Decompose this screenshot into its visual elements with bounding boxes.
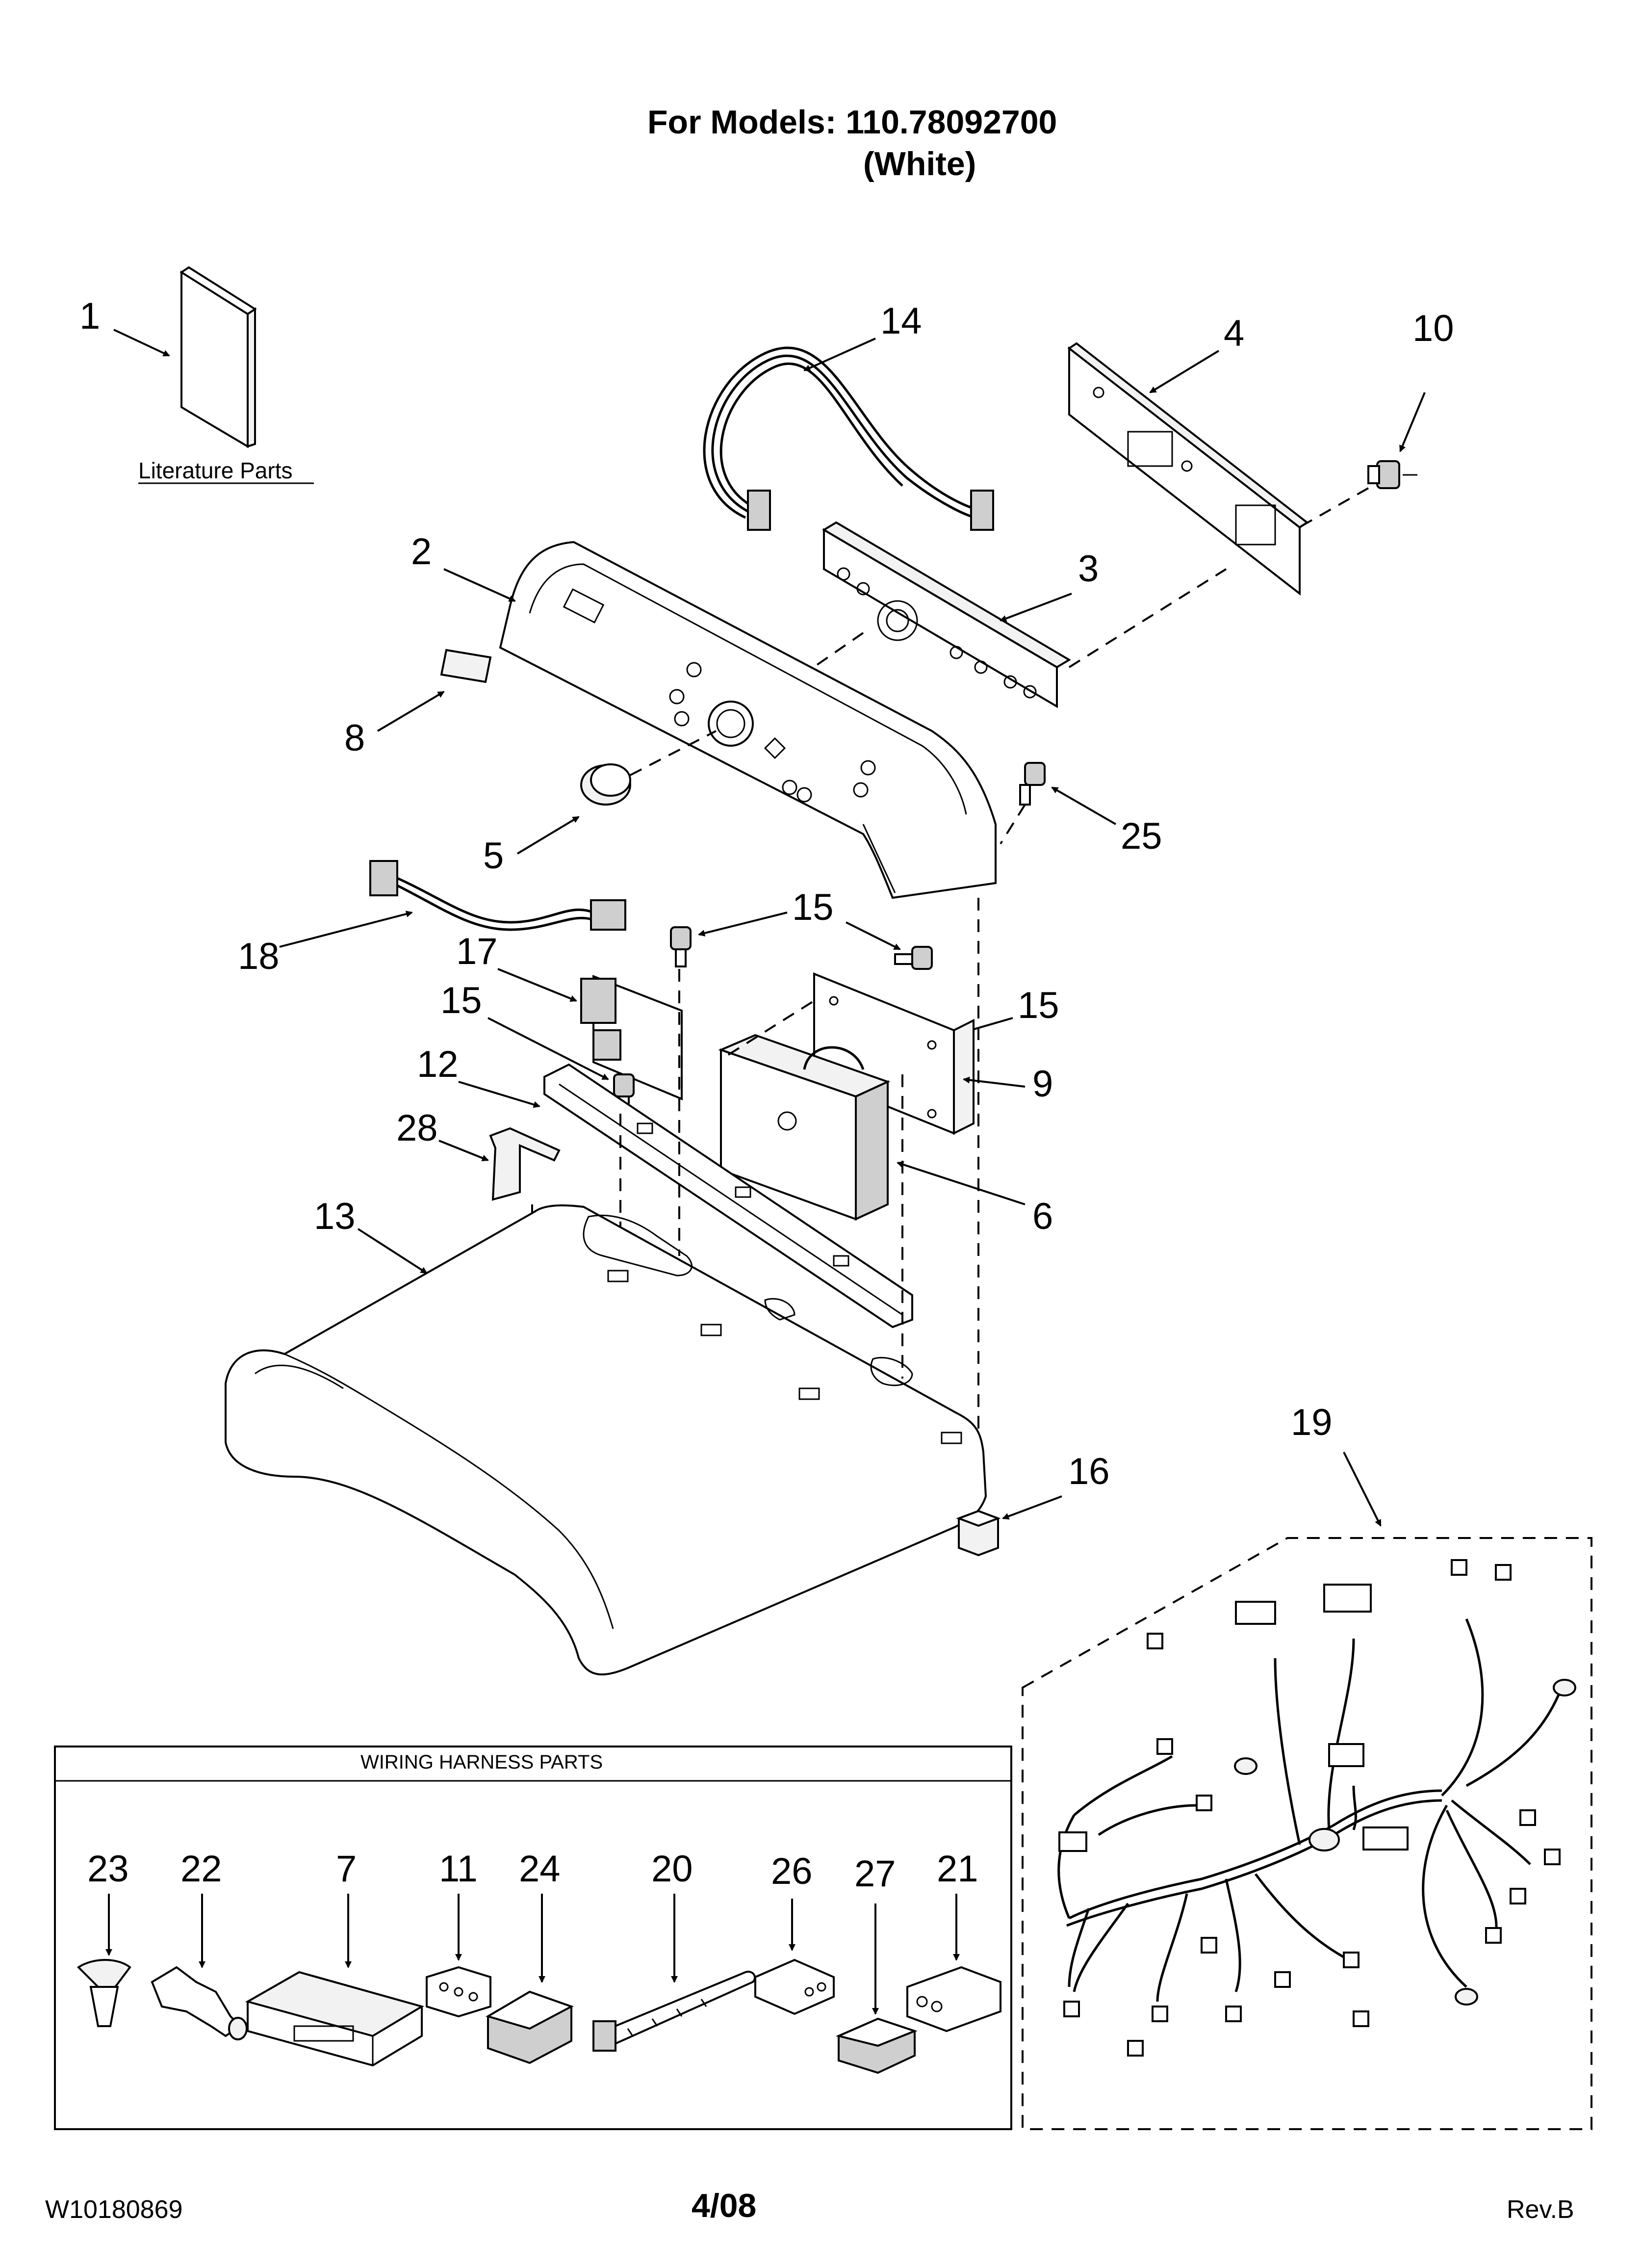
callout-14: 14 bbox=[880, 300, 922, 342]
callout-3: 3 bbox=[1078, 548, 1099, 590]
revision-label: Rev.B bbox=[1507, 2195, 1574, 2224]
callout-5: 5 bbox=[483, 835, 504, 877]
literature-booklet bbox=[180, 266, 257, 448]
cable-tie-20 bbox=[592, 1971, 756, 2052]
dashline-25 bbox=[1000, 804, 1026, 845]
literature-parts-label: Literature Parts bbox=[138, 458, 292, 483]
wire-harness-14 bbox=[703, 346, 994, 531]
callout-18: 18 bbox=[238, 936, 280, 977]
dashline-3b bbox=[735, 632, 864, 722]
callout-25: 25 bbox=[1121, 815, 1162, 857]
leader-4 bbox=[1149, 350, 1220, 393]
callout-19: 19 bbox=[1291, 1402, 1333, 1443]
electronic-control-6 bbox=[718, 1034, 891, 1221]
leader-10 bbox=[1399, 392, 1426, 452]
callout-24: 24 bbox=[519, 1848, 561, 1890]
document-number: W10180869 bbox=[45, 2195, 183, 2224]
page-date: 4/08 bbox=[692, 2187, 757, 2224]
dashline-9 bbox=[727, 1000, 815, 1056]
callout-12: 12 bbox=[417, 1043, 459, 1085]
leader-15b bbox=[487, 1017, 609, 1080]
leader-15a bbox=[698, 912, 788, 937]
callout-22: 22 bbox=[180, 1848, 222, 1890]
connector-housing-7 bbox=[245, 1971, 425, 2067]
leader-19 bbox=[1343, 1452, 1382, 1527]
callout-6: 6 bbox=[1032, 1196, 1053, 1237]
callout-10: 10 bbox=[1412, 308, 1454, 349]
leader-5 bbox=[516, 816, 580, 855]
leader-28 bbox=[438, 1140, 489, 1162]
leader-9 bbox=[963, 1076, 1026, 1088]
callout-23: 23 bbox=[87, 1848, 129, 1890]
callout-11: 11 bbox=[439, 1848, 478, 1890]
connector-11 bbox=[426, 1966, 491, 2018]
callout-2: 2 bbox=[411, 531, 432, 573]
screw-10 bbox=[1367, 460, 1417, 489]
connector-26 bbox=[754, 1958, 835, 2015]
callout-21: 21 bbox=[937, 1848, 978, 1890]
callout-7: 7 bbox=[336, 1848, 357, 1890]
leader-25 bbox=[1051, 786, 1116, 825]
console-2 bbox=[499, 541, 997, 899]
callout-27: 27 bbox=[854, 1853, 896, 1895]
clip-23 bbox=[77, 1959, 131, 2027]
callout-9: 9 bbox=[1032, 1063, 1053, 1105]
leader-12 bbox=[458, 1081, 540, 1108]
knob-5 bbox=[580, 763, 631, 806]
callout-16: 16 bbox=[1068, 1451, 1110, 1492]
dashline-10 bbox=[1294, 487, 1369, 531]
screw-15-a bbox=[670, 926, 692, 967]
callout-15b: 15 bbox=[440, 980, 482, 1021]
callout-13: 13 bbox=[314, 1196, 356, 1237]
callout-4: 4 bbox=[1224, 313, 1244, 354]
harness-19-outline bbox=[1022, 1537, 1592, 2130]
connector-24 bbox=[486, 1990, 574, 2064]
wiring-harness-parts-box bbox=[54, 1746, 1012, 2130]
control-bracket-4 bbox=[1067, 342, 1309, 596]
connector-21 bbox=[906, 1966, 1001, 2033]
screw-25 bbox=[1019, 762, 1046, 806]
user-interface-board-3 bbox=[822, 521, 1071, 708]
terminal-22 bbox=[151, 1966, 248, 2040]
leader-17 bbox=[497, 968, 577, 1002]
bumper-16 bbox=[956, 1510, 1001, 1557]
dashline-3 bbox=[1068, 568, 1227, 668]
leader-15a2 bbox=[846, 921, 901, 950]
callout-20: 20 bbox=[651, 1848, 693, 1890]
callout-15a: 15 bbox=[792, 886, 834, 928]
leader-13 bbox=[357, 1228, 428, 1274]
leader-6 bbox=[897, 1161, 1026, 1205]
wire-harness-18 bbox=[369, 860, 626, 931]
callout-15c: 15 bbox=[1018, 985, 1059, 1026]
page-title-color: (White) bbox=[863, 145, 976, 182]
tape-28 bbox=[489, 1127, 561, 1201]
leader-8 bbox=[377, 691, 445, 732]
console-mounting-bracket-12 bbox=[543, 1063, 913, 1329]
badge-8 bbox=[440, 649, 492, 683]
top-panel-13 bbox=[225, 1204, 987, 1676]
connector-27 bbox=[835, 2017, 918, 2074]
bracket-9 bbox=[813, 972, 975, 1135]
dashline-5 bbox=[630, 730, 717, 776]
leader-16 bbox=[1002, 1495, 1062, 1520]
leader-1 bbox=[113, 329, 170, 357]
main-wire-harness-19 bbox=[1057, 1559, 1576, 2057]
leader-18 bbox=[279, 911, 413, 948]
leader-3 bbox=[1000, 593, 1072, 622]
callout-17: 17 bbox=[456, 931, 498, 972]
screw-15-b bbox=[894, 946, 933, 970]
wiring-box-title: WIRING HARNESS PARTS bbox=[360, 1751, 603, 1773]
callout-28: 28 bbox=[396, 1107, 438, 1149]
callout-8: 8 bbox=[344, 717, 365, 759]
board-17 bbox=[580, 975, 683, 1100]
leader-14 bbox=[803, 338, 876, 371]
page-title-models: For Models: 110.78092700 bbox=[647, 104, 1057, 141]
callout-1: 1 bbox=[79, 295, 100, 337]
callout-26: 26 bbox=[771, 1851, 813, 1892]
leader-2 bbox=[443, 568, 516, 602]
